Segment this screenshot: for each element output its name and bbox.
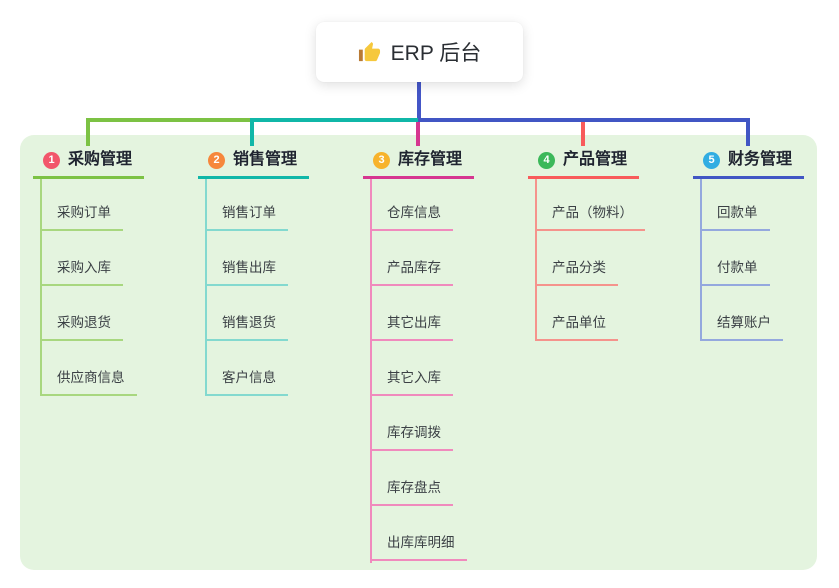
branch-drop-finance: [746, 118, 750, 146]
root-node-label: ERP 后台: [390, 42, 482, 65]
tree-item-sales-outbound[interactable]: 销售出库: [205, 258, 288, 286]
branch-finance-label: 财务管理: [728, 151, 793, 168]
tree-item-product-material[interactable]: 产品（物料）: [535, 203, 645, 231]
branch-product-header[interactable]: 4 产品管理: [528, 150, 640, 179]
branch-inventory-label: 库存管理: [398, 151, 463, 168]
branch-purchase-header[interactable]: 1 采购管理: [33, 150, 145, 179]
branch-purchase: 1 采购管理 采购订单 采购入库 采购退货 供应商信息: [33, 150, 145, 396]
tree-item-purchase-inbound[interactable]: 采购入库: [40, 258, 123, 286]
tree-item-stock-transfer[interactable]: 库存调拨: [370, 423, 453, 451]
branch-number-badge: 1: [43, 151, 60, 169]
tree-item-warehouse-info[interactable]: 仓库信息: [370, 203, 453, 231]
branch-product: 4 产品管理 产品（物料） 产品分类 产品单位: [528, 150, 645, 341]
tree-item-outbound-detail[interactable]: 出库库明细: [370, 533, 467, 561]
thumbs-up-icon: [358, 41, 380, 61]
branch-rail: [205, 179, 207, 396]
spine-segment-purchase: [86, 118, 252, 122]
branch-drop-inventory: [416, 122, 420, 146]
branch-number-badge: 2: [208, 151, 225, 169]
branches-panel: [20, 135, 817, 570]
tree-item-other-outbound[interactable]: 其它出库: [370, 313, 453, 341]
branch-sales: 2 销售管理 销售订单 销售出库 销售退货 客户信息: [198, 150, 310, 396]
root-node[interactable]: ERP 后台: [316, 22, 523, 82]
tree-item-customer-info[interactable]: 客户信息: [205, 368, 288, 396]
branch-product-label: 产品管理: [563, 151, 628, 168]
tree-item-settlement-account[interactable]: 结算账户: [700, 313, 783, 341]
branch-purchase-label: 采购管理: [68, 151, 133, 168]
branch-drop-purchase: [86, 118, 90, 146]
tree-item-product-stock[interactable]: 产品库存: [370, 258, 453, 286]
branch-finance: 5 财务管理 回款单 付款单 结算账户: [693, 150, 805, 341]
tree-item-sales-return[interactable]: 销售退货: [205, 313, 288, 341]
branch-rail: [535, 179, 537, 341]
tree-item-purchase-order[interactable]: 采购订单: [40, 203, 123, 231]
tree-item-supplier-info[interactable]: 供应商信息: [40, 368, 137, 396]
branch-rail: [370, 179, 372, 563]
branch-inventory-header[interactable]: 3 库存管理: [363, 150, 475, 179]
tree-item-product-unit[interactable]: 产品单位: [535, 313, 618, 341]
tree-item-stock-taking[interactable]: 库存盘点: [370, 478, 453, 506]
tree-item-receipt-bill[interactable]: 回款单: [700, 203, 770, 231]
branch-number-badge: 3: [373, 151, 390, 169]
branch-drop-product: [581, 122, 585, 146]
tree-item-sales-order[interactable]: 销售订单: [205, 203, 288, 231]
root-connector-line: [417, 80, 421, 118]
branch-sales-header[interactable]: 2 销售管理: [198, 150, 310, 179]
branch-drop-sales: [250, 118, 254, 146]
branch-inventory: 3 库存管理 仓库信息 产品库存 其它出库 其它入库 库存调拨 库存盘点 出库库…: [363, 150, 475, 563]
branch-finance-header[interactable]: 5 财务管理: [693, 150, 805, 179]
tree-item-purchase-return[interactable]: 采购退货: [40, 313, 123, 341]
branch-rail: [40, 179, 42, 396]
branch-number-badge: 4: [538, 151, 555, 169]
branch-number-badge: 5: [703, 151, 720, 169]
tree-item-other-inbound[interactable]: 其它入库: [370, 368, 453, 396]
spine-segment-finance: [418, 118, 750, 122]
tree-item-payment-bill[interactable]: 付款单: [700, 258, 770, 286]
branch-sales-label: 销售管理: [233, 151, 298, 168]
branch-rail: [700, 179, 702, 341]
tree-item-product-category[interactable]: 产品分类: [535, 258, 618, 286]
spine-segment-sales: [252, 118, 418, 122]
